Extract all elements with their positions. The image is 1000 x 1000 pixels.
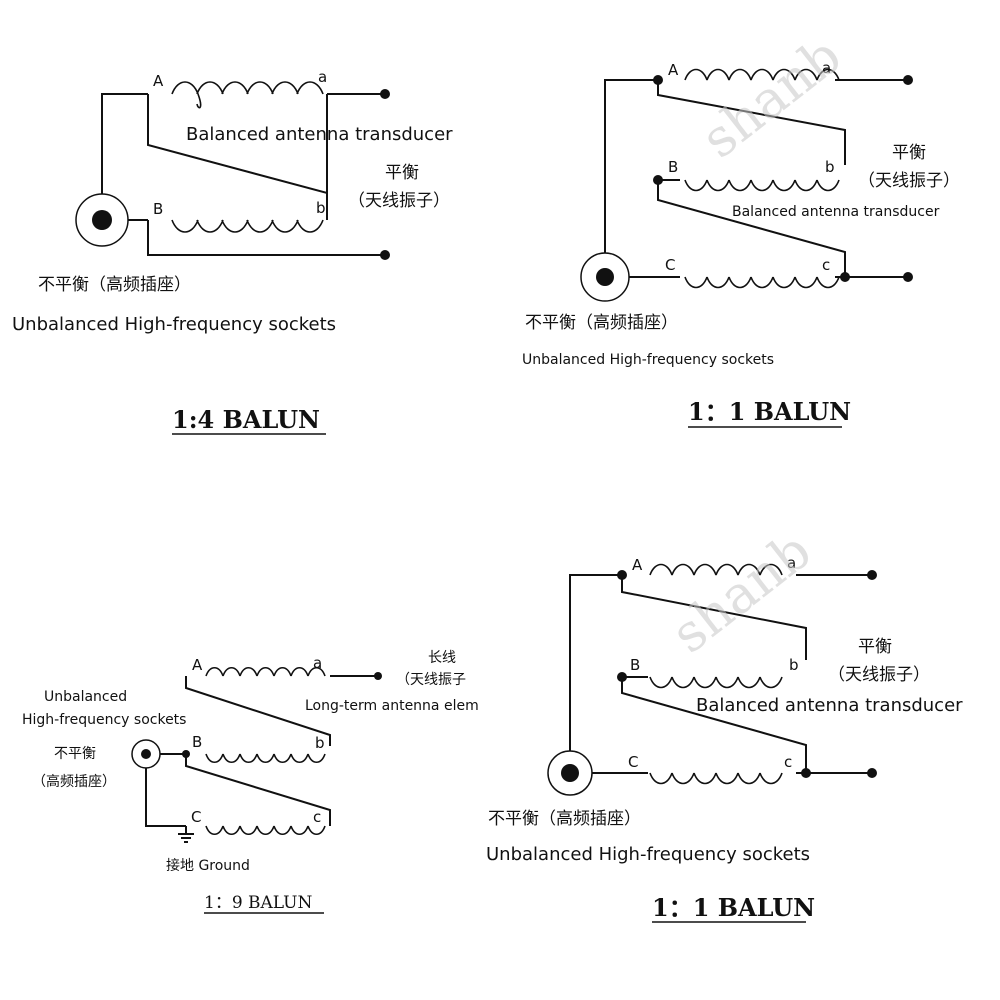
cross-wire-b-to-c: [621, 677, 807, 773]
node-B: [182, 750, 190, 758]
terminal-label-B: B: [153, 200, 163, 218]
socket-center: [596, 268, 614, 286]
coil-a: [205, 666, 326, 677]
terminal-label-C: C: [191, 808, 201, 826]
coil-a: [649, 563, 783, 576]
terminal-label-A: A: [668, 61, 679, 79]
terminal-label-B: B: [668, 158, 678, 176]
balanced-en-label: Balanced antenna transducer: [696, 695, 963, 716]
node-A: [617, 570, 627, 580]
unbalanced-cn-label-2: （高频插座）: [32, 773, 116, 790]
terminal-label-c: c: [784, 753, 792, 771]
coil-a: [171, 81, 324, 109]
wire-b-out: [147, 220, 385, 256]
panel-1-9-balun: A a B b C c 长线 （天线振子 Long-term antenna e…: [22, 650, 479, 914]
panel-title: 1:4 BALUN: [172, 405, 320, 434]
balanced-cn-label-2: （天线振子）: [828, 665, 930, 685]
terminal-label-C: C: [628, 753, 638, 771]
socket-center: [141, 749, 151, 759]
coil-c: [684, 276, 840, 289]
terminal-label-c: c: [822, 256, 830, 274]
balanced-en-label: Balanced antenna transducer: [732, 204, 940, 220]
wire-socket-to-a: [101, 93, 148, 194]
balanced-cn-label-1: 平衡: [858, 637, 892, 657]
terminal-label-A: A: [153, 72, 164, 90]
node-B: [653, 175, 663, 185]
wire-socket-to-a: [604, 79, 658, 253]
node-c-out: [867, 768, 877, 778]
cross-wire-a-to-b: [657, 80, 846, 165]
socket-center: [561, 764, 579, 782]
terminal-label-b: b: [316, 199, 326, 217]
ground-label: 接地 Ground: [166, 857, 250, 874]
wire-socket-to-c: [145, 768, 186, 827]
unbalanced-en-label: Unbalanced High-frequency sockets: [486, 844, 810, 865]
watermark-top: shanb: [691, 26, 852, 171]
panel-title: 1：1 BALUN: [688, 397, 851, 426]
cross-wire-b-to-c: [185, 754, 331, 826]
coil-c: [205, 825, 326, 836]
balanced-en-label: Balanced antenna transducer: [186, 124, 453, 145]
unbalanced-cn-label: 不平衡（高频插座）: [38, 275, 191, 295]
terminal-label-B: B: [630, 656, 640, 674]
node-a-out: [903, 75, 913, 85]
coil-b: [171, 219, 324, 233]
panel-title: 1：9 BALUN: [204, 893, 312, 913]
node-a-out: [867, 570, 877, 580]
socket-center: [92, 210, 112, 230]
wire-socket-to-a: [569, 574, 622, 751]
node-a-out: [374, 672, 382, 680]
terminal-label-a: a: [787, 554, 796, 572]
balanced-cn-label-2: （天线振子）: [348, 191, 450, 211]
longline-cn-label-1: 长线: [428, 650, 456, 666]
cross-wire-a-to-b: [147, 94, 328, 195]
unbalanced-cn-label: 不平衡（高频插座）: [488, 809, 641, 829]
terminal-label-A: A: [632, 556, 643, 574]
unbalanced-en-label-1: Unbalanced: [44, 689, 127, 705]
coil-a: [684, 68, 840, 81]
coil-c: [649, 772, 783, 785]
ground-icon: [178, 826, 194, 843]
cross-wire-a-to-b: [621, 575, 807, 660]
unbalanced-cn-label: 不平衡（高频插座）: [525, 313, 678, 333]
node-b: [380, 250, 390, 260]
terminal-label-b: b: [825, 158, 835, 176]
node-c-out: [903, 272, 913, 282]
cross-wire-b-to-c: [657, 180, 846, 277]
terminal-label-b: b: [789, 656, 799, 674]
terminal-label-B: B: [192, 733, 202, 751]
coil-b: [684, 179, 840, 192]
node-B: [617, 672, 627, 682]
panel-title: 1：1 BALUN: [652, 893, 815, 922]
terminal-label-b: b: [315, 734, 325, 752]
panel-1-1-balun-bottom: A a B b C c 平衡 （天线振子） Balanced antenna t…: [486, 554, 963, 923]
node-c: [840, 272, 850, 282]
coil-b: [205, 753, 326, 764]
terminal-label-a: a: [318, 68, 327, 86]
balanced-cn-label-2: （天线振子）: [858, 171, 960, 191]
terminal-label-a: a: [313, 654, 322, 672]
balanced-cn-label-1: 平衡: [385, 163, 419, 183]
terminal-label-A: A: [192, 656, 203, 674]
unbalanced-en-label: Unbalanced High-frequency sockets: [12, 314, 336, 335]
node-A: [653, 75, 663, 85]
cross-wire-a-to-b: [185, 676, 331, 746]
balanced-cn-label-1: 平衡: [892, 143, 926, 163]
terminal-label-C: C: [665, 256, 675, 274]
node-a: [380, 89, 390, 99]
panel-1-1-balun-top: A a B b C c 平衡 （天线振子） Balanced antenna t…: [522, 59, 960, 428]
unbalanced-cn-label-1: 不平衡: [54, 746, 96, 762]
longline-en-label: Long-term antenna elem: [305, 698, 479, 714]
panel-1-4-balun: A a B b Balanced antenna transducer 平衡 （…: [12, 68, 453, 435]
watermark-bottom: shanb: [661, 521, 822, 666]
terminal-label-a: a: [822, 59, 831, 77]
longline-cn-label-2: （天线振子: [396, 672, 466, 688]
unbalanced-en-label: Unbalanced High-frequency sockets: [522, 352, 774, 368]
node-c: [801, 768, 811, 778]
coil-b: [649, 676, 783, 689]
terminal-label-c: c: [313, 808, 321, 826]
unbalanced-en-label-2: High-frequency sockets: [22, 712, 186, 728]
